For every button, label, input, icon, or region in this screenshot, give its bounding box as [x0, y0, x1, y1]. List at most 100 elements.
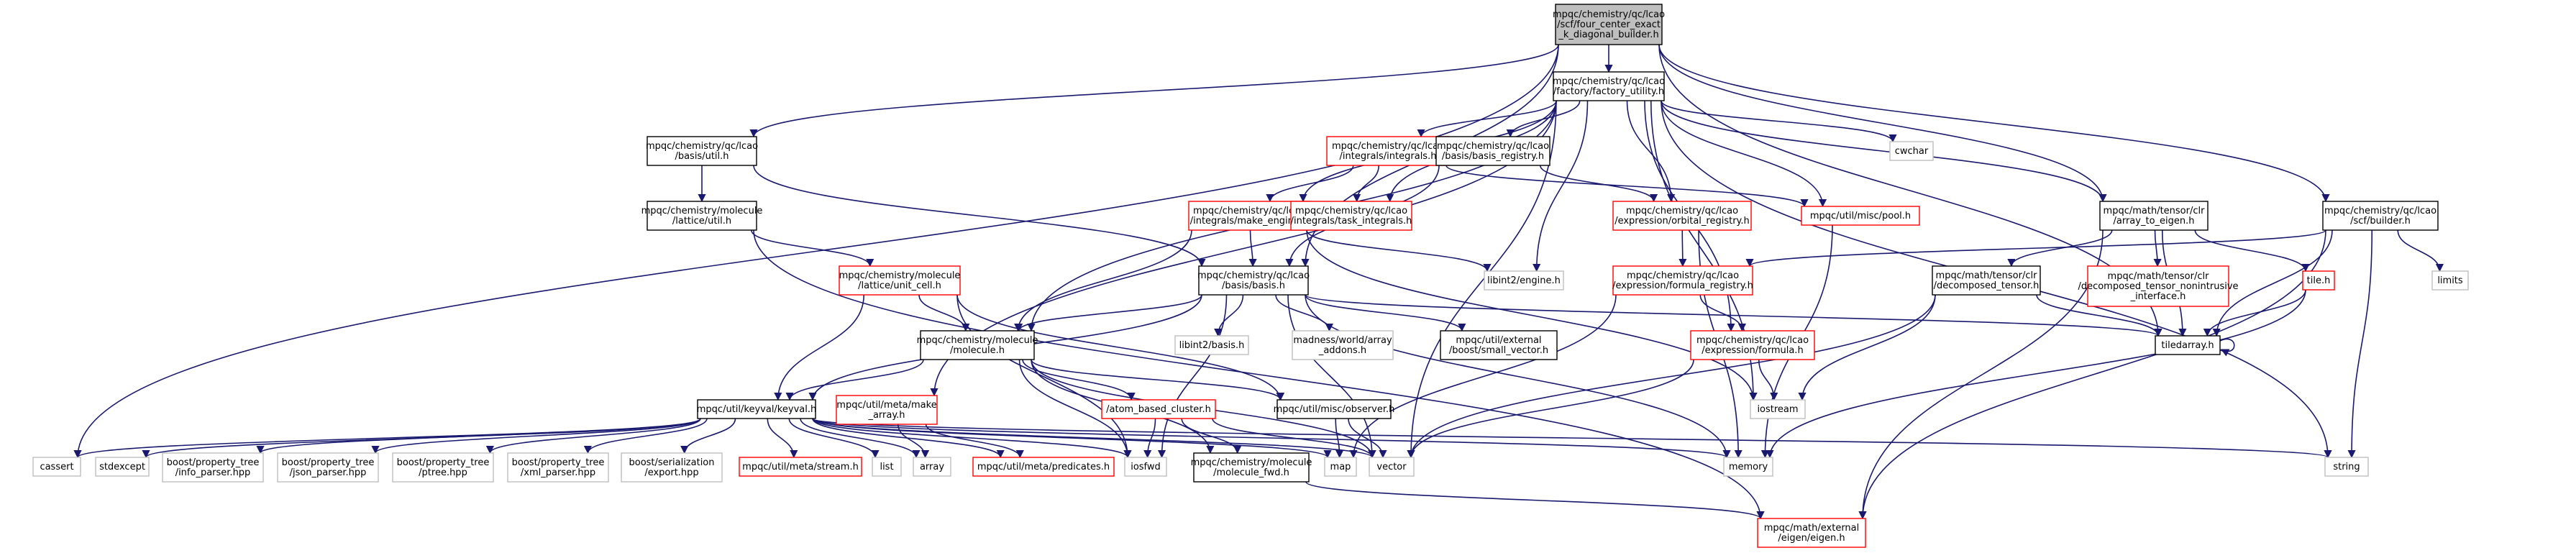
node-keyval[interactable]: mpqc/util/keyval/keyval.h: [697, 399, 816, 419]
node-integrals[interactable]: mpqc/chemistry/qc/lcao/integrals/integra…: [1326, 136, 1450, 166]
edge-basis_h-to-iosfwd: [1157, 294, 1228, 459]
node-box: [1369, 457, 1415, 477]
node-tile-h[interactable]: tile.h: [2302, 270, 2335, 291]
edge-orbital_registry-to-formula_registry: [1678, 229, 1687, 268]
node-box: [1324, 457, 1357, 477]
node-box: [1188, 201, 1310, 231]
edge-integrals-to-pool: [1445, 165, 1809, 208]
node-stream-h[interactable]: mpqc/util/meta/stream.h: [739, 457, 862, 477]
node-label-line: madness/world/array: [1293, 335, 1392, 346]
node-tiledarray[interactable]: tiledarray.h: [2155, 335, 2221, 355]
node-label-line: /expression/orbital_registry.h: [1614, 216, 1750, 227]
node-orbital-registry[interactable]: mpqc/chemistry/qc/lcao/expression/orbita…: [1612, 201, 1752, 231]
node-box: [2302, 270, 2335, 291]
node-label-line: boost/property_tree: [167, 457, 260, 468]
node-label-line: libint2/basis.h: [1179, 340, 1245, 351]
node-label-line: mpqc/chemistry/qc/lcao: [1295, 206, 1407, 216]
node-libint2-engine: libint2/engine.h: [1484, 270, 1564, 291]
node-label-line: _k_diagonal_builder.h: [1558, 29, 1658, 40]
node-pool[interactable]: mpqc/util/misc/pool.h: [1801, 206, 1920, 226]
node-label-line: iostream: [1757, 404, 1798, 415]
edge-keyval-to-stream_h: [767, 418, 798, 459]
node-box: [839, 265, 961, 296]
node-box: [1801, 206, 1920, 226]
node-factory-utility[interactable]: mpqc/chemistry/qc/lcao/factory/factory_u…: [1553, 71, 1665, 101]
node-label-line: /factory/factory_utility.h: [1553, 86, 1664, 97]
node-label-line: /info_parser.hpp: [175, 467, 251, 478]
edge-atom_cluster-to-molecule_fwd: [1181, 418, 1242, 454]
node-atom-cluster[interactable]: /atom_based_cluster.h: [1101, 399, 1216, 419]
edge-scf_builder-to-formula_registry: [1745, 229, 2326, 268]
node-lattice-util[interactable]: mpqc/chemistry/molecule/lattice/util.h: [641, 201, 763, 231]
node-formula-registry[interactable]: mpqc/chemistry/qc/lcao/expression/formul…: [1612, 265, 1753, 296]
edge-root-to-cassert: [73, 44, 1559, 459]
node-label-line: mpqc/chemistry/molecule: [839, 270, 961, 281]
node-label-line: mpqc/math/tensor/clr: [2108, 271, 2210, 282]
node-make-array[interactable]: mpqc/util/meta/make_array.h: [836, 395, 938, 425]
node-array-to-eigen[interactable]: mpqc/math/tensor/clr/array_to_eigen.h: [2099, 201, 2209, 231]
node-label-line: tiledarray.h: [2161, 340, 2214, 351]
node-label-line: boost/property_tree: [397, 457, 490, 468]
node-map: map: [1324, 457, 1357, 477]
node-label-line: _addons.h: [1318, 345, 1366, 356]
node-task-integrals[interactable]: mpqc/chemistry/qc/lcao/integrals/task_in…: [1290, 201, 1412, 231]
node-root[interactable]: mpqc/chemistry/qc/lcao/scf/four_center_e…: [1553, 4, 1665, 45]
node-box: [95, 457, 150, 477]
node-box: [1290, 201, 1412, 231]
node-predicates[interactable]: mpqc/util/meta/predicates.h: [972, 457, 1115, 477]
node-eigen[interactable]: mpqc/math/external/eigen/eigen.h: [1757, 518, 1866, 548]
node-label-line: list: [880, 462, 893, 472]
node-lcao-basis-util[interactable]: mpqc/chemistry/qc/lcao/basis/util.h: [646, 136, 758, 166]
node-decomposed-nonintrusive[interactable]: mpqc/math/tensor/clr/decomposed_tensor_n…: [2078, 265, 2239, 307]
node-label-line: string: [2333, 462, 2360, 472]
edge-lattice_util-to-eigen: [753, 229, 1765, 520]
edge-keyval-to-string: [812, 418, 2331, 459]
edge-array_to_eigen-to-tile_h: [2194, 229, 2310, 273]
node-label-line: mpqc/chemistry/qc/lcao: [646, 141, 758, 152]
node-box: [1326, 136, 1450, 166]
node-unit-cell[interactable]: mpqc/chemistry/molecule/lattice/unit_cel…: [839, 265, 961, 296]
edge-decomposed_tensor-to-tiledarray: [2036, 294, 2162, 337]
node-label-line: tile.h: [2307, 275, 2331, 286]
node-label-line: /basis/util.h: [675, 151, 729, 162]
node-info-parser: boost/property_tree/info_parser.hpp: [162, 452, 264, 483]
node-decomposed-tensor[interactable]: mpqc/math/tensor/clr/decomposed_tensor.h: [1932, 265, 2041, 296]
node-label-line: mpqc/chemistry/qc/lcao: [1553, 9, 1665, 20]
node-basis-h[interactable]: mpqc/chemistry/qc/lcao/basis/basis.h: [1197, 265, 1310, 296]
node-label-line: mpqc/chemistry/qc/lcao: [1696, 335, 1809, 346]
node-box: [1553, 71, 1665, 101]
edge-keyval-to-json_parser: [371, 418, 701, 454]
node-label-line: /decomposed_tensor_nonintrusive: [2078, 281, 2238, 292]
node-label-line: mpqc/chemistry/qc/lcao: [1193, 206, 1305, 216]
edge-make_engine-to-libint2_engine: [1306, 229, 1492, 273]
edge-root-to-array_to_eigen: [1658, 44, 2107, 203]
node-make-engine[interactable]: mpqc/chemistry/qc/lcao/integrals/make_en…: [1188, 201, 1310, 231]
node-label-line: /json_parser.hpp: [290, 467, 367, 478]
node-scf-builder[interactable]: mpqc/chemistry/qc/lcao/scf/builder.h: [2322, 201, 2439, 231]
node-formula[interactable]: mpqc/chemistry/qc/lcao/expression/formul…: [1690, 330, 1815, 360]
node-molecule-h[interactable]: mpqc/chemistry/molecule/molecule.h: [917, 330, 1038, 360]
edge-keyval-to-info_parser: [256, 418, 701, 454]
node-observer[interactable]: mpqc/util/misc/observer.h: [1274, 399, 1395, 419]
edge-array_to_eigen-to-decomposed_nonintrusive: [2153, 229, 2162, 268]
edge-tile_h-to-tiledarray: [2203, 289, 2306, 337]
node-molecule-fwd[interactable]: mpqc/chemistry/molecule/molecule_fwd.h: [1191, 452, 1312, 483]
node-label-line: boost/property_tree: [282, 457, 375, 468]
edge-factory_utility-to-basis_registry: [1506, 100, 1581, 138]
edge-molecule_h-to-observer: [1031, 359, 1285, 401]
edge-keyval-to-xml_parser: [583, 418, 708, 454]
node-box: [1101, 399, 1216, 419]
edge-observer-to-vector: [1348, 418, 1387, 459]
node-label-line: /integrals/integrals.h: [1340, 151, 1437, 162]
node-label-line: /basis/basis.h: [1222, 280, 1285, 291]
node-label-line: /basis/basis_registry.h: [1442, 151, 1544, 162]
edge-unit_cell-to-iosfwd: [956, 294, 1132, 459]
node-box: [162, 452, 264, 483]
node-box: [1292, 330, 1394, 360]
node-small-vector[interactable]: mpqc/util/external/boost/small_vector.h: [1440, 330, 1558, 360]
node-box: [872, 457, 902, 477]
node-basis-registry[interactable]: mpqc/chemistry/qc/lcao/basis/basis_regis…: [1435, 136, 1550, 166]
node-box: [2324, 457, 2369, 477]
edge-basis_h-to-vector: [1287, 294, 1376, 459]
node-box: [920, 330, 1035, 360]
